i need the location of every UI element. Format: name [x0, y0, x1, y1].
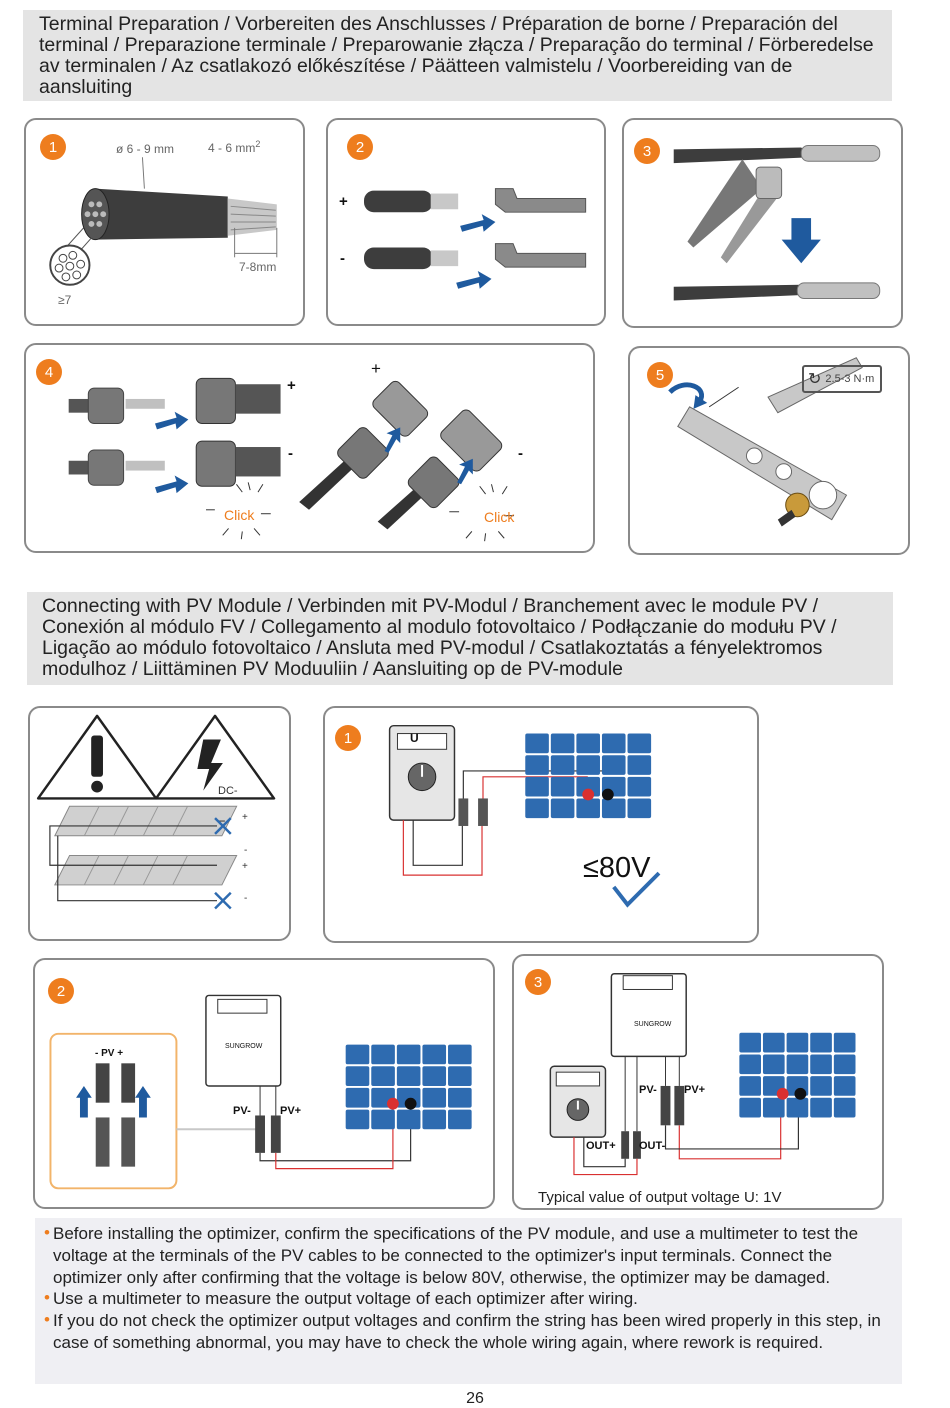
pv-minus-label: PV-	[233, 1105, 251, 1117]
step-number-badge: 1	[335, 725, 361, 751]
step-number-badge: 5	[647, 362, 673, 388]
measure-panel-2: 2 - PV + SUNGROW PV- PV+	[33, 958, 495, 1209]
click-label: Click	[224, 507, 255, 523]
step-number-badge: 2	[347, 134, 373, 160]
plus-sign: +	[371, 359, 381, 378]
pv-plus-label: PV+	[280, 1105, 302, 1117]
optimizer-brand-label: SUNGROW	[634, 1021, 672, 1028]
out-minus-label: OUT-	[639, 1140, 666, 1152]
step-number-badge: 2	[48, 978, 74, 1004]
minus-sign: -	[518, 445, 523, 462]
plus-sign: +	[287, 377, 296, 394]
optimizer-output-test-illustration	[549, 972, 856, 1176]
minus-sign: -	[288, 445, 293, 462]
minus-sign: -	[244, 845, 248, 856]
pv-voltage-test-illustration	[388, 724, 661, 908]
optimizer-input-wiring-illustration	[49, 994, 472, 1190]
measure-panel-3: 3 SUNGROW PV- PV+ OUT+ OUT- Typical valu…	[512, 954, 884, 1210]
inset-polarity-label: - PV +	[95, 1048, 124, 1059]
note-item: •Use a multimeter to measure the output …	[44, 1288, 892, 1310]
note-text: If you do not check the optimizer output…	[53, 1311, 881, 1352]
note-text: Use a multimeter to measure the output v…	[53, 1289, 638, 1309]
page-number: 26	[466, 1390, 484, 1407]
plus-sign: +	[242, 812, 248, 823]
cable-diameter-label: ø 6 - 9 mm	[116, 142, 175, 156]
warning-panel: DC- + - + -	[28, 706, 291, 941]
step-panel-4: 4 + - + - Click Click	[24, 343, 595, 553]
note-item: •Before installing the optimizer, confir…	[44, 1223, 892, 1288]
crimping-tool-illustration	[673, 145, 881, 301]
warning-illustration	[36, 714, 276, 910]
bullet-icon: •	[44, 1310, 50, 1330]
cable-strip-illustration	[49, 157, 278, 286]
dc-minus-label: DC-	[218, 785, 238, 797]
minus-sign: -	[340, 250, 345, 267]
step-number-badge: 3	[525, 969, 551, 995]
torque-spec-box: ↻ 2.5-3 N·m	[802, 365, 882, 393]
rotate-icon: ↻	[808, 371, 822, 388]
pv-minus-label: PV-	[639, 1084, 657, 1096]
step-number-badge: 4	[36, 359, 62, 385]
bullet-icon: •	[44, 1288, 50, 1308]
multimeter-letter: U	[410, 731, 419, 745]
step-number-badge: 1	[40, 134, 66, 160]
strip-length-label: 7-8mm	[239, 260, 277, 274]
notes-box: •Before installing the optimizer, confir…	[35, 1218, 902, 1384]
section-title-connecting-pv: Connecting with PV Module / Verbinden mi…	[27, 592, 893, 685]
note-text: Before installing the optimizer, confirm…	[53, 1224, 859, 1287]
crimp-contact-illustration	[364, 188, 587, 289]
connector-assembly-illustration	[68, 377, 515, 542]
step-panel-5: 5 ↻ 2.5-3 N·m	[628, 346, 910, 555]
bullet-icon: •	[44, 1223, 50, 1242]
plus-sign: +	[242, 861, 248, 872]
note-item: •If you do not check the optimizer outpu…	[44, 1310, 892, 1354]
click-label: Click	[484, 509, 515, 525]
section-title-terminal-preparation: Terminal Preparation / Vorbereiten des A…	[23, 10, 892, 101]
step-panel-1: 1 ø 6 - 9 mm 4 - 6 mm2 7-8mm ≥7	[24, 118, 305, 326]
wrench-tightening-illustration	[668, 357, 863, 527]
pv-plus-label: PV+	[684, 1084, 706, 1096]
voltage-limit-label: ≤80V	[583, 852, 651, 884]
measure-panel-1: 1 U ≤80V	[323, 706, 759, 943]
torque-value: 2.5-3 N·m	[825, 373, 875, 385]
step-number-badge: 3	[634, 138, 660, 164]
optimizer-brand-label: SUNGROW	[225, 1043, 263, 1050]
cross-section-label: 4 - 6 mm2	[208, 139, 261, 155]
plus-sign: +	[339, 193, 348, 210]
step-panel-3: 3	[622, 118, 903, 328]
output-voltage-caption: Typical value of output voltage U: 1V	[538, 1189, 782, 1206]
strand-count-label: ≥7	[58, 293, 72, 307]
minus-sign: -	[244, 893, 248, 904]
out-plus-label: OUT+	[586, 1140, 616, 1152]
step-panel-2: 2 + -	[326, 118, 606, 326]
